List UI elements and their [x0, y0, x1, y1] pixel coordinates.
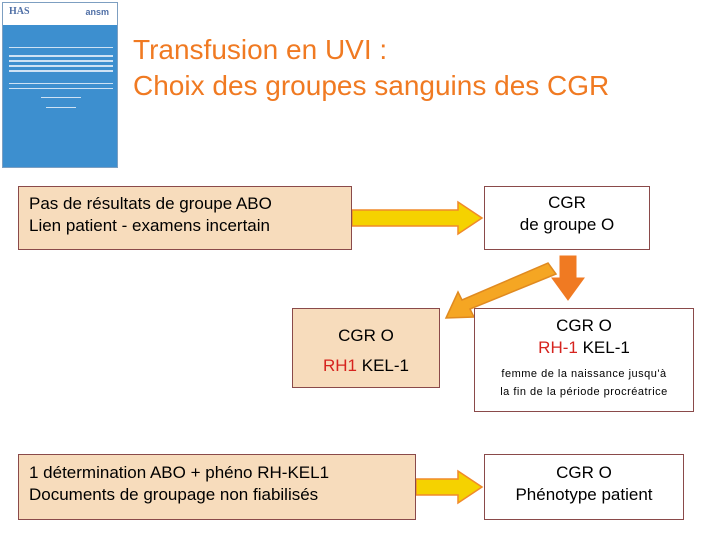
kel-text: KEL-1 — [357, 356, 409, 375]
box-cgr-group-o: CGR de groupe O — [484, 186, 650, 250]
box-no-abo-results: Pas de résultats de groupe ABO Lien pati… — [18, 186, 352, 250]
cgr-o-line-1: CGR — [485, 192, 649, 214]
cgr-rh1-line-2: RH1 KEL-1 — [293, 351, 439, 381]
arrow-down — [552, 256, 584, 300]
box-cgr-rh1: CGR O RH1 KEL-1 — [292, 308, 440, 388]
one-det-line-2: Documents de groupage non fiabilisés — [29, 484, 415, 506]
cgr-rhneg-line-2: RH-1 KEL-1 — [475, 337, 693, 359]
cgr-rhneg-line-1: CGR O — [475, 315, 693, 337]
phenotype-line-1: CGR O — [485, 462, 683, 484]
arrow-right-top — [352, 202, 482, 234]
phenotype-line-2: Phénotype patient — [485, 484, 683, 506]
no-abo-line-1: Pas de résultats de groupe ABO — [29, 193, 351, 215]
rh-neg-text: RH-1 — [538, 338, 578, 357]
arrow-right-bottom — [416, 471, 482, 503]
box-cgr-rh-negative: CGR O RH-1 KEL-1 femme de la naissance j… — [474, 308, 694, 412]
kel-text: KEL-1 — [578, 338, 630, 357]
box-cgr-phenotype: CGR O Phénotype patient — [484, 454, 684, 520]
cgr-rhneg-note-1: femme de la naissance jusqu'à — [475, 365, 693, 383]
cgr-rh1-line-1: CGR O — [293, 321, 439, 351]
cgr-o-line-2: de groupe O — [485, 214, 649, 236]
box-one-determination: 1 détermination ABO + phéno RH-KEL1 Docu… — [18, 454, 416, 520]
no-abo-line-2: Lien patient - examens incertain — [29, 215, 351, 237]
one-det-line-1: 1 détermination ABO + phéno RH-KEL1 — [29, 462, 415, 484]
rh1-text: RH1 — [323, 356, 357, 375]
cgr-rhneg-note-2: la fin de la période procréatrice — [475, 383, 693, 401]
